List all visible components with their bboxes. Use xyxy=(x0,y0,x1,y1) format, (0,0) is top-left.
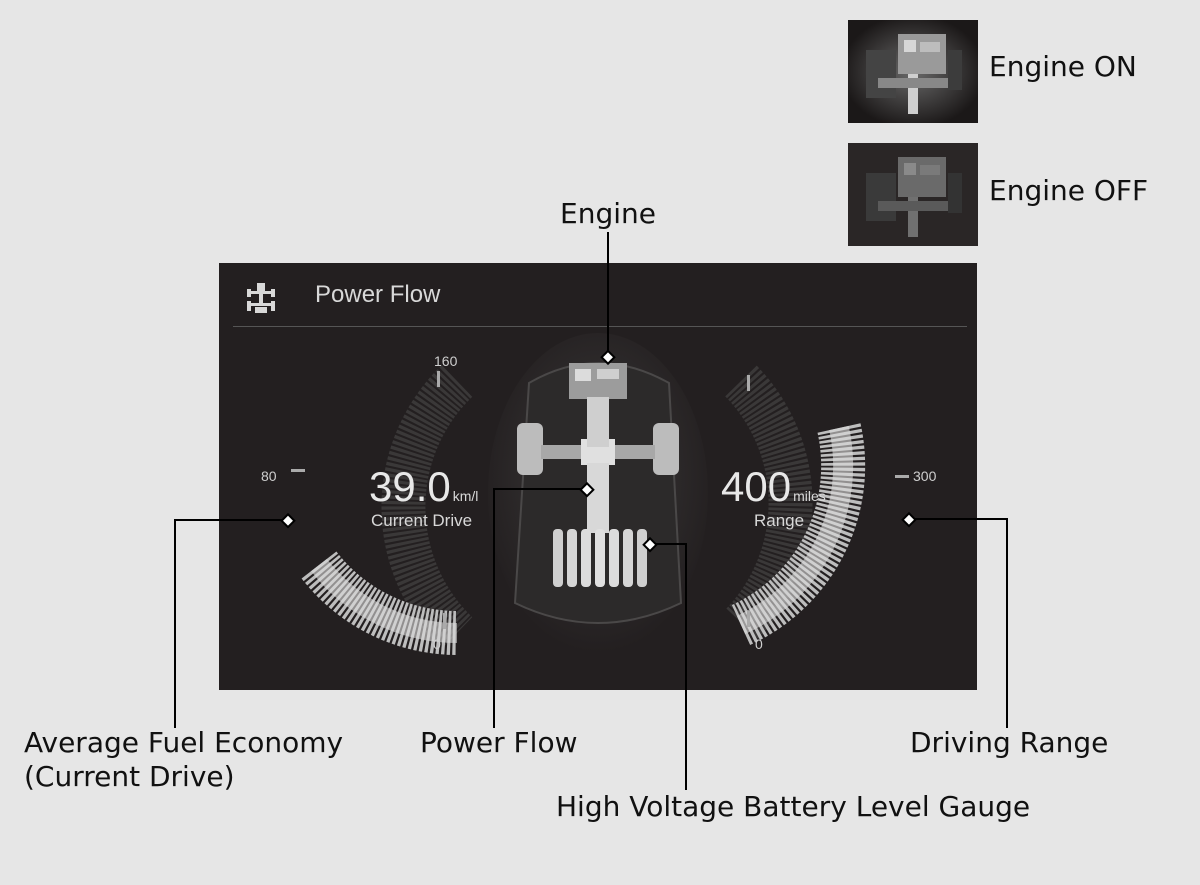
engine-on-label: Engine ON xyxy=(989,50,1137,83)
driving-range-gauge xyxy=(724,365,909,645)
fuel-tick-mid: 80 xyxy=(261,468,277,484)
fuel-economy-unit: km/l xyxy=(452,488,479,504)
engine-on-image xyxy=(848,20,978,123)
power-flow-callout: Power Flow xyxy=(420,726,578,759)
power-flow-screen: Power Flow xyxy=(219,263,977,690)
engine-off-thumbnail xyxy=(848,143,978,246)
engine-off-label: Engine OFF xyxy=(989,174,1149,207)
title-divider xyxy=(233,326,967,327)
range-unit: miles xyxy=(793,488,826,504)
range-number: 400 xyxy=(721,463,792,510)
fuel-economy-label: Current Drive xyxy=(371,511,473,530)
fuel-economy-gauge xyxy=(291,365,473,655)
fuel-tick-max: 160 xyxy=(434,353,458,369)
screen-title: Power Flow xyxy=(315,281,441,308)
hv-battery-callout: High Voltage Battery Level Gauge xyxy=(556,790,1031,823)
driving-range-callout: Driving Range xyxy=(910,726,1109,759)
range-tick-mid: 300 xyxy=(913,468,937,484)
fuel-economy-number: 39.0 xyxy=(369,463,451,510)
battery-coils xyxy=(553,529,647,587)
gauges-graphic xyxy=(291,333,909,655)
fuel-tick-min: 0 xyxy=(433,636,441,652)
power-flow-icon xyxy=(247,283,275,313)
range-label: Range xyxy=(754,511,805,530)
engine-callout: Engine xyxy=(560,197,656,230)
engine-on-thumbnail xyxy=(848,20,978,123)
avg-fuel-economy-callout-line2: (Current Drive) xyxy=(24,760,235,793)
avg-fuel-economy-callout-line1: Average Fuel Economy xyxy=(24,726,344,759)
car-graphic xyxy=(488,333,708,653)
range-tick-min: 0 xyxy=(755,636,763,652)
engine-off-image xyxy=(848,143,978,246)
